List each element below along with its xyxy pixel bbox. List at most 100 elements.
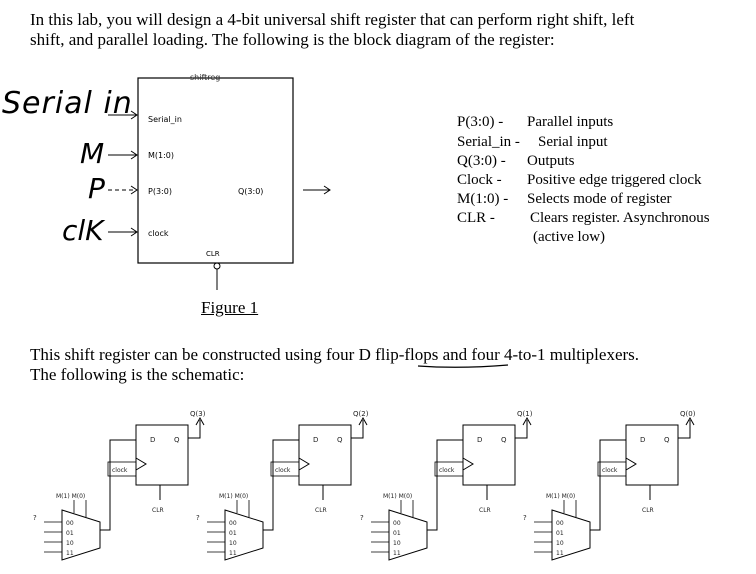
stage-0-ff-d: D — [150, 436, 155, 444]
stage-3-ff-q: Q — [664, 436, 670, 444]
stage-1-q-label: Q(2) — [353, 410, 369, 418]
stage-1-q-wire — [351, 420, 364, 439]
schematic-paragraph: This shift register can be constructed u… — [30, 345, 639, 384]
stage-0-mux — [61, 509, 101, 561]
stage-2-q-label: Q(1) — [517, 410, 533, 418]
stage-2-unknown-label: ? — [360, 514, 364, 522]
stage-1-clock-box — [270, 461, 300, 477]
stage-0-d-wire — [100, 439, 136, 531]
legend-desc-6: (active low) — [533, 229, 606, 245]
stage-1-d-wire — [263, 439, 299, 531]
pin-m: M(1:0) — [148, 151, 174, 160]
pin-serial-in: Serial_in — [148, 115, 182, 124]
schematic-line-2: The following is the schematic: — [30, 364, 245, 384]
stage-0-ff-q: Q — [174, 436, 180, 444]
stage-3-q-wire — [678, 420, 691, 439]
stage-2-mux-in-label-3: 11 — [393, 550, 401, 557]
stage-3-mux-in-label-3: 11 — [556, 550, 564, 557]
stage-1-mux-select-label: M(1) M(0) — [219, 493, 248, 500]
hand-clk: clK — [62, 214, 104, 247]
stage-1-mux — [224, 509, 264, 561]
stage-3-mux-in-label-2: 10 — [556, 540, 564, 547]
stage-1-clock-label: clock — [275, 467, 291, 474]
legend-key-4: M(1:0) - — [457, 191, 509, 207]
stage-2-clock-label: clock — [439, 467, 455, 474]
stage-2-flip-flop — [462, 424, 516, 486]
stage-3-clock-triangle — [625, 457, 637, 471]
stage-0-q-wire — [188, 420, 201, 439]
pin-clock: clock — [148, 229, 169, 238]
legend-desc-1: Serial input — [538, 134, 608, 150]
stage-0-clock-box — [107, 461, 137, 477]
stage-3-ff-d: D — [640, 436, 645, 444]
stage-2-mux-in-label-2: 10 — [393, 540, 401, 547]
legend-desc-4: Selects mode of register — [527, 191, 672, 207]
d-flip-flops-term: D flip-flops — [358, 345, 439, 364]
stage-0-mux-in-label-1: 01 — [66, 530, 74, 537]
legend-key-1: Serial_in - — [457, 134, 520, 150]
stage-0-unknown-label: ? — [33, 514, 37, 522]
stage-3-q-label: Q(0) — [680, 410, 696, 418]
hand-m: M — [80, 137, 105, 170]
stage-1-clock-triangle — [298, 457, 310, 471]
stage-0-mux-in-label-0: 00 — [66, 520, 74, 527]
stage-0-mux-select-label: M(1) M(0) — [56, 493, 85, 500]
stage-3-flip-flop — [625, 424, 679, 486]
figure-caption: Figure 1 — [201, 298, 259, 317]
stage-3-mux-in-label-1: 01 — [556, 530, 564, 537]
stage-1-ff-d: D — [313, 436, 318, 444]
shiftreg-title: shiftreg — [190, 73, 220, 82]
stage-2-clock-triangle — [462, 457, 474, 471]
stage-2-mux-in-label-0: 00 — [393, 520, 401, 527]
stage-2-q-arrow — [522, 416, 532, 426]
legend-key-2: Q(3:0) - — [457, 153, 506, 169]
legend-desc-2: Outputs — [527, 153, 575, 169]
stage-3-q-arrow — [685, 416, 695, 426]
stage-0-clock-triangle — [135, 457, 147, 471]
stage-2-mux-select-label: M(1) M(0) — [383, 493, 412, 500]
stage-0-q-arrow — [195, 416, 205, 426]
stage-3-mux-in-label-0: 00 — [556, 520, 564, 527]
pin-clr: CLR — [206, 250, 220, 258]
stage-1-mux-in-label-2: 10 — [229, 540, 237, 547]
legend-key-0: P(3:0) - — [457, 114, 504, 130]
stage-2-mux-in-label-1: 01 — [393, 530, 401, 537]
legend-key-3: Clock - — [457, 172, 502, 188]
schematic-line-1: This shift register can be constructed u… — [30, 345, 640, 364]
stage-3-clock-box — [597, 461, 627, 477]
stage-2-mux — [388, 509, 428, 561]
stage-2-clr-label: CLR — [479, 507, 491, 514]
stage-3-d-wire — [590, 439, 626, 531]
intro-paragraph: In this lab, you will design a 4-bit uni… — [30, 10, 634, 49]
stage-3-clr-label: CLR — [642, 507, 654, 514]
stage-1-unknown-label: ? — [196, 514, 200, 522]
intro-line-2: shift, and parallel loading. The followi… — [30, 29, 555, 49]
stage-2-ff-q: Q — [501, 436, 507, 444]
stage-3-mux — [551, 509, 591, 561]
legend-desc-5: Clears register. Asynchronous — [530, 210, 710, 226]
stage-1-q-arrow — [358, 416, 368, 426]
intro-line-1: In this lab, you will design a 4-bit uni… — [30, 10, 635, 29]
stage-1-mux-in-label-0: 00 — [229, 520, 237, 527]
stage-2-clock-box — [434, 461, 464, 477]
stage-2-d-wire — [427, 439, 463, 531]
stage-2-ff-d: D — [477, 436, 482, 444]
stage-1-mux-in-label-1: 01 — [229, 530, 237, 537]
stage-1-mux-in-label-3: 11 — [229, 550, 237, 557]
stage-1-clr-label: CLR — [315, 507, 327, 514]
stage-0-clock-label: clock — [112, 467, 128, 474]
stage-0-clr-label: CLR — [152, 507, 164, 514]
legend-desc-0: Parallel inputs — [527, 114, 614, 130]
stage-3-clock-label: clock — [602, 467, 618, 474]
stage-1-flip-flop — [298, 424, 352, 486]
legend-desc-3: Positive edge triggered clock — [527, 172, 702, 188]
hand-serial-in: Serial in — [2, 86, 133, 121]
stage-0-mux-in-label-2: 10 — [66, 540, 74, 547]
stage-1-ff-q: Q — [337, 436, 343, 444]
stage-0-mux-in-label-3: 11 — [66, 550, 74, 557]
stage-0-q-label: Q(3) — [190, 410, 206, 418]
stage-3-mux-select-label: M(1) M(0) — [546, 493, 575, 500]
